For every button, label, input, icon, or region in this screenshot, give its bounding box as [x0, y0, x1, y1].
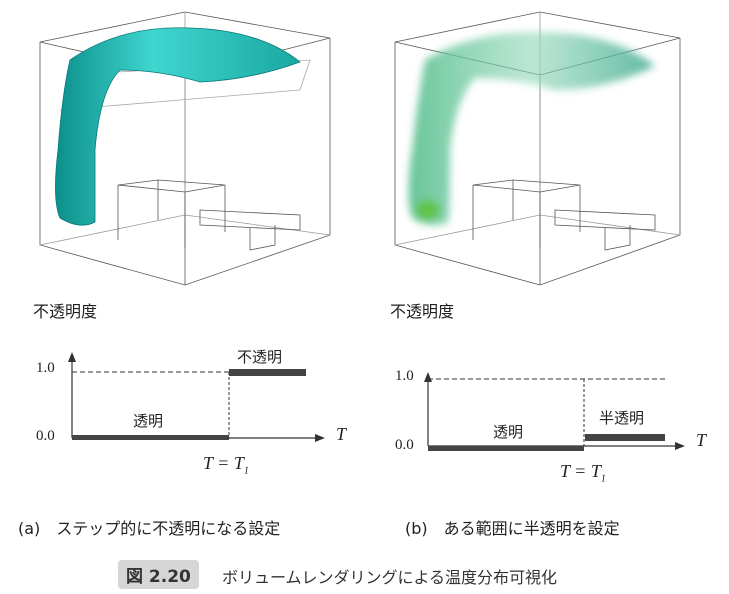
opacity-bar-high: [229, 369, 306, 376]
y-axis-arrow: [68, 352, 76, 362]
tick-label-0: 0.0: [395, 437, 414, 453]
caption-a: (a) ステップ的に不透明になる設定: [18, 519, 281, 538]
transparent-label: 透明: [493, 423, 524, 441]
opacity-bar-semi: [585, 434, 665, 441]
opacity-bar-low: [72, 435, 229, 440]
y-axis-arrow: [424, 372, 432, 382]
tick-label-1: 1.0: [36, 360, 55, 376]
opacity-bar-low: [428, 446, 584, 451]
semi-transparent-label: 半透明: [599, 409, 645, 427]
volume-rendering: [394, 11, 681, 286]
y-axis-label: 不透明度: [33, 302, 98, 321]
y-axis-label: 不透明度: [390, 302, 455, 321]
caption-b: (b) ある範囲に半透明を設定: [405, 519, 620, 538]
threshold-label: T = T1: [203, 453, 249, 477]
transparent-label: 透明: [133, 412, 164, 430]
x-axis-arrow: [675, 442, 685, 450]
threshold-label: T = T1: [560, 461, 606, 485]
tick-label-1: 1.0: [395, 368, 414, 384]
figure-number: 図 2.20: [118, 560, 199, 589]
x-axis-arrow: [315, 434, 325, 442]
figure-title: ボリュームレンダリングによる温度分布可視化: [222, 568, 558, 587]
tick-label-0: 0.0: [36, 428, 55, 444]
opaque-label: 不透明: [237, 348, 283, 366]
isosurface-rendering: [39, 11, 331, 286]
x-axis-label: T: [336, 424, 347, 444]
x-axis-label: T: [696, 430, 707, 450]
